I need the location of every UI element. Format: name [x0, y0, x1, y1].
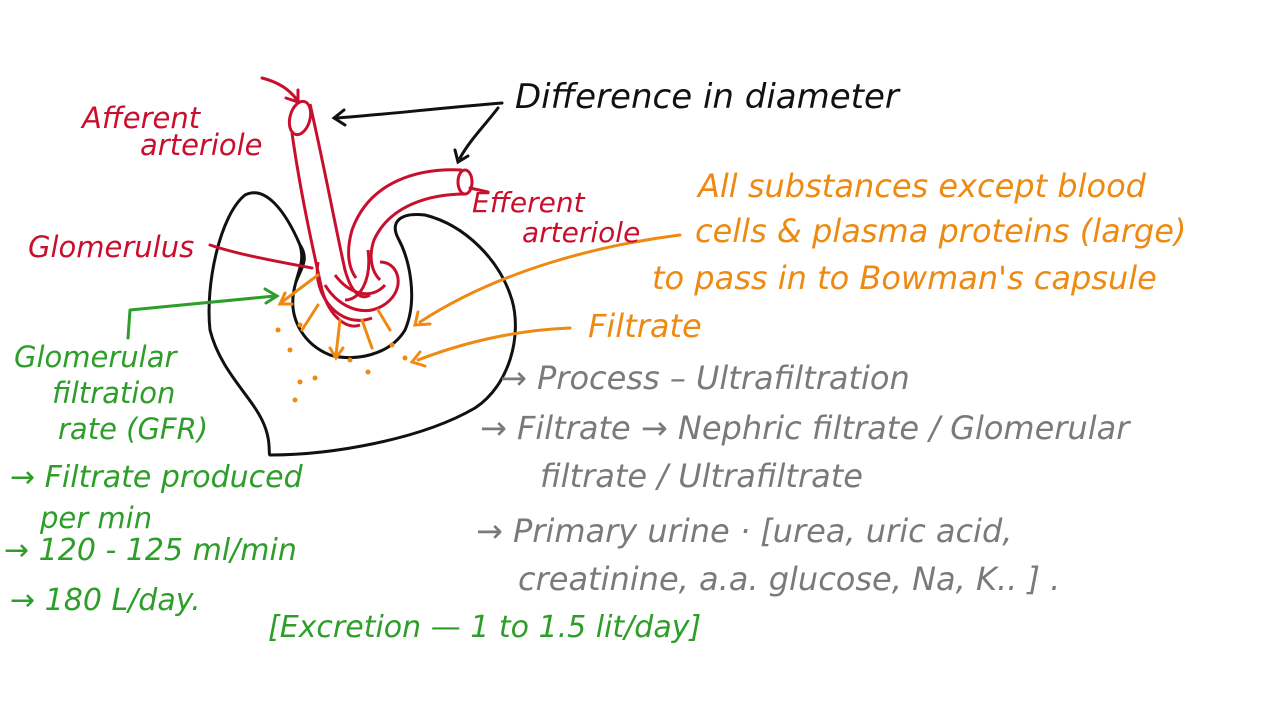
- label-filtrate-names-1: → Filtrate → Nephric filtrate / Glomerul…: [480, 409, 1130, 447]
- label-filtrate: Filtrate: [588, 307, 702, 345]
- label-efferent-arteriole: arteriole: [522, 216, 641, 249]
- label-gfr-2: filtration: [52, 376, 176, 410]
- label-afferent: Afferent: [82, 101, 201, 135]
- filtrate-dots: [275, 322, 408, 403]
- label-filtrate-produced-1: → Filtrate produced: [10, 460, 303, 495]
- label-filtrate-produced-2: per min: [40, 501, 153, 535]
- efferent-arteriole-shape: [347, 168, 474, 282]
- afferent-arteriole-shape: [287, 99, 400, 328]
- label-afferent-arteriole: arteriole: [140, 128, 263, 162]
- filtrate-arrows: [277, 233, 682, 368]
- red-pointer-arrows: [208, 76, 490, 270]
- label-primary-urine-1: → Primary urine · [urea, uric acid,: [476, 512, 1013, 550]
- capsule-inner-wall: [294, 244, 306, 283]
- label-gfr-1: Glomerular: [14, 340, 177, 374]
- label-efferent: Efferent: [472, 186, 585, 219]
- diameter-arrows: [331, 101, 504, 165]
- label-filtrate-names-2: filtrate / Ultrafiltrate: [540, 457, 863, 495]
- label-excretion: [Excretion — 1 to 1.5 lit/day]: [268, 610, 702, 645]
- label-difference-in-diameter: Difference in diameter: [515, 77, 899, 117]
- label-primary-urine-2: creatinine, a.a. glucose, Na, K.. ] .: [518, 560, 1061, 598]
- label-all-substances-2: cells & plasma proteins (large): [695, 212, 1187, 250]
- label-gfr-3: rate (GFR): [58, 412, 209, 446]
- bowmans-capsule-outline: [207, 191, 517, 457]
- label-all-substances-3: to pass in to Bowman's capsule: [652, 259, 1157, 297]
- label-rate-per-day: → 180 L/day.: [10, 583, 201, 618]
- label-rate-per-min: → 120 - 125 ml/min: [4, 533, 297, 568]
- label-process: → Process – Ultrafiltration: [500, 359, 910, 397]
- label-all-substances-1: All substances except blood: [698, 167, 1146, 205]
- label-glomerulus: Glomerulus: [28, 230, 195, 264]
- gfr-arrow: [126, 287, 280, 340]
